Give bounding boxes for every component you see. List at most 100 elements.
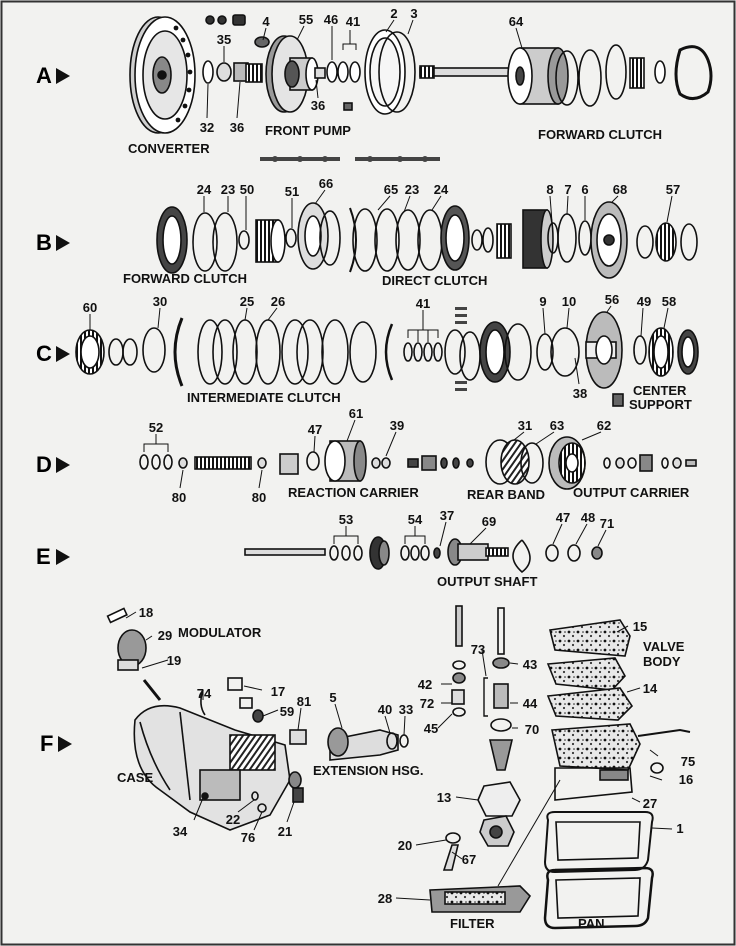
- row-e-marker: E: [36, 544, 70, 569]
- governor-21: [288, 771, 304, 803]
- callout-15: 15: [633, 619, 647, 634]
- callout-19: 19: [167, 653, 181, 668]
- plate-c2: [212, 319, 238, 385]
- callout-52: 52: [149, 420, 163, 435]
- direct-clutch-drum: [522, 209, 554, 269]
- title-pan: PAN: [578, 916, 604, 931]
- callout-54: 54: [408, 512, 423, 527]
- ring-c4: [459, 331, 481, 381]
- callout-69: 69: [482, 514, 496, 529]
- callout-55: 55: [299, 12, 313, 27]
- callout-68: 68: [613, 182, 627, 197]
- section-titles: CONVERTER FRONT PUMP FORWARD CLUTCH FORW…: [117, 123, 692, 931]
- ring-a5: [578, 49, 602, 107]
- valve-body-15: [549, 619, 631, 657]
- callout-73: 73: [471, 642, 485, 657]
- bushing-35: [216, 62, 232, 82]
- title-rear-band: REAR BAND: [467, 487, 545, 502]
- spring-b: [496, 223, 512, 259]
- callout-70: 70: [525, 722, 539, 737]
- output-shaft-long: [244, 548, 326, 556]
- tool-75: [637, 728, 691, 737]
- title-intermediate-clutch: INTERMEDIATE CLUTCH: [187, 390, 341, 405]
- plug-59: [252, 709, 264, 723]
- title-reaction-carrier: REACTION CARRIER: [288, 485, 419, 500]
- ring-52b: [151, 454, 161, 470]
- ring-54a: [400, 545, 410, 561]
- plate-24b: [417, 209, 443, 271]
- callout-42: 42: [418, 677, 432, 692]
- ring-a4: [555, 50, 579, 106]
- spring-set-41: [403, 342, 443, 362]
- callout-41c: 41: [416, 296, 430, 311]
- row-c-marker: C: [36, 341, 70, 366]
- callout-10: 10: [562, 294, 576, 309]
- title-converter: CONVERTER: [128, 141, 210, 156]
- ring-a6: [605, 44, 627, 100]
- title-support: SUPPORT: [629, 397, 692, 412]
- row-c-parts: [75, 307, 699, 407]
- callout-44: 44: [523, 696, 538, 711]
- row-a-marker: A: [36, 63, 70, 88]
- title-direct-clutch: DIRECT CLUTCH: [382, 273, 487, 288]
- pan-gasket-1: [543, 811, 654, 874]
- main-shaft: [194, 456, 252, 470]
- ring-47: [306, 451, 320, 471]
- ring-b5: [636, 225, 654, 259]
- ring-c1: [108, 338, 124, 366]
- title-front-pump: FRONT PUMP: [265, 123, 351, 138]
- row-letter-f: F: [40, 731, 53, 756]
- valve-body-plate: [546, 657, 626, 691]
- callout-13: 13: [437, 790, 451, 805]
- bushing-81: [289, 729, 307, 745]
- callout-43: 43: [523, 657, 537, 672]
- callout-38: 38: [573, 386, 587, 401]
- callout-61: 61: [349, 406, 363, 421]
- ring-48: [567, 544, 581, 562]
- callout-49: 49: [637, 294, 651, 309]
- tube-74: [200, 689, 206, 716]
- plate-c7: [504, 323, 532, 381]
- front-pump: [265, 35, 319, 113]
- carrier-68: [590, 201, 628, 279]
- row-letter-a: A: [36, 63, 52, 88]
- title-modulator: MODULATOR: [178, 625, 262, 640]
- modulator: [117, 629, 147, 671]
- row-letter-e: E: [36, 544, 51, 569]
- valve-body-14: [546, 687, 634, 721]
- ring-a2: [337, 61, 349, 83]
- bushing-80b: [257, 457, 267, 469]
- ring-53c: [353, 545, 363, 561]
- ring-63: [520, 442, 544, 484]
- oil-pan: [543, 866, 654, 930]
- callout-59: 59: [280, 704, 294, 719]
- valve-body-main: [551, 723, 641, 771]
- callout-60: 60: [83, 300, 97, 315]
- ring-a3: [349, 61, 361, 83]
- callout-58: 58: [662, 294, 676, 309]
- callout-24a: 24: [197, 182, 212, 197]
- callout-4: 4: [262, 14, 270, 29]
- ring-6: [578, 220, 592, 256]
- valve-stack-left: [451, 605, 466, 717]
- callout-14: 14: [643, 681, 658, 696]
- callout-67: 67: [462, 852, 476, 867]
- snap-ring-b: [349, 207, 357, 273]
- plate-b1: [319, 210, 341, 266]
- ring-c3: [444, 329, 466, 375]
- callout-45: 45: [424, 721, 438, 736]
- callout-80b: 80: [252, 490, 266, 505]
- callout-18: 18: [139, 605, 153, 620]
- valve-stack-right: [488, 607, 514, 771]
- callout-36a: 36: [230, 120, 244, 135]
- callout-75: 75: [681, 754, 695, 769]
- ring-50: [238, 230, 250, 250]
- ring-52c: [163, 454, 173, 470]
- seal-46: [314, 67, 326, 79]
- callout-37: 37: [440, 508, 454, 523]
- ring-10: [550, 327, 580, 377]
- ring-7: [557, 213, 577, 263]
- callout-51: 51: [285, 184, 299, 199]
- row-letters: A B C D E F: [36, 63, 72, 756]
- callout-5: 5: [329, 690, 336, 705]
